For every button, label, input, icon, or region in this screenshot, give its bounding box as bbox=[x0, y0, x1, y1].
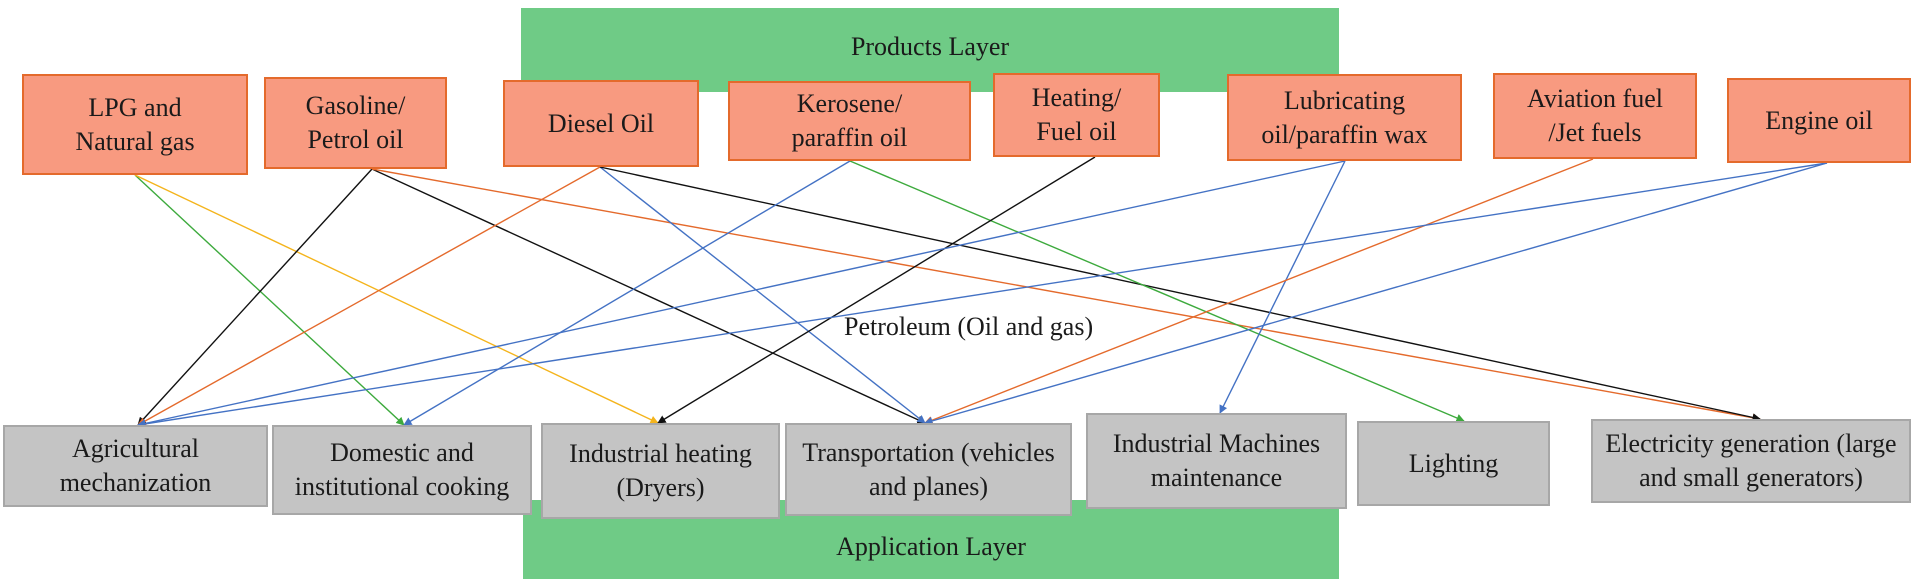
application-label-domestic-cooking: Domestic and institutional cooking bbox=[294, 438, 510, 501]
product-label-diesel: Diesel Oil bbox=[547, 108, 655, 138]
products-layer-band: Products Layer bbox=[521, 8, 1339, 92]
products-layer-label: Products Layer bbox=[850, 32, 1010, 61]
link-lpg-to-cooking bbox=[134, 174, 405, 426]
product-box-aviation: Aviation fuel /Jet fuels bbox=[1493, 73, 1697, 159]
link-diesel-to-electricity bbox=[599, 166, 1761, 422]
link-heating-to-heat bbox=[657, 156, 1096, 424]
link-kerosene-to-lighting bbox=[849, 160, 1465, 422]
link-diesel-to-transport bbox=[599, 166, 926, 424]
application-layer-label: Application Layer bbox=[836, 532, 1026, 561]
product-box-gasoline: Gasoline/ Petrol oil bbox=[264, 77, 447, 169]
application-label-transportation: Transportation (vehicles and planes) bbox=[802, 437, 1055, 501]
application-box-transportation: Transportation (vehicles and planes) bbox=[785, 423, 1072, 516]
product-label-kerosene: Kerosene/ paraffin oil bbox=[791, 89, 908, 152]
link-lubricating-to-machines bbox=[1219, 160, 1346, 414]
product-label-gasoline: Gasoline/ Petrol oil bbox=[305, 91, 406, 154]
link-aviation-to-transport bbox=[924, 158, 1594, 425]
application-label-lighting: Lighting bbox=[1408, 448, 1499, 478]
product-label-lubricating: Lubricating oil/paraffin wax bbox=[1261, 85, 1428, 149]
product-label-lpg: LPG and Natural gas bbox=[75, 92, 195, 156]
application-label-agricultural-mechanization: Agricultural mechanization bbox=[59, 434, 212, 497]
application-box-domestic-cooking: Domestic and institutional cooking bbox=[272, 425, 532, 515]
product-label-aviation: Aviation fuel /Jet fuels bbox=[1527, 84, 1663, 147]
application-box-industrial-machines: Industrial Machines maintenance bbox=[1086, 413, 1347, 509]
link-gasoline-to-transport bbox=[371, 168, 926, 424]
link-diesel-to-agri bbox=[137, 166, 601, 426]
link-engine-to-transport bbox=[924, 162, 1828, 425]
product-box-heating: Heating/ Fuel oil bbox=[993, 73, 1160, 157]
product-box-lubricating: Lubricating oil/paraffin wax bbox=[1227, 74, 1462, 161]
link-gasoline-to-electricity bbox=[371, 168, 1761, 422]
link-engine-to-agri bbox=[137, 162, 1828, 428]
product-label-engine: Engine oil bbox=[1765, 105, 1873, 135]
application-label-electricity-generation: Electricity generation (large and small … bbox=[1605, 429, 1897, 492]
product-box-kerosene: Kerosene/ paraffin oil bbox=[728, 81, 971, 161]
application-label-industrial-heating: Industrial heating (Dryers) bbox=[569, 439, 752, 502]
product-box-diesel: Diesel Oil bbox=[503, 80, 699, 167]
link-lpg-to-heat bbox=[134, 174, 659, 424]
link-lubricating-to-agri bbox=[137, 160, 1346, 428]
link-kerosene-to-cooking bbox=[403, 160, 851, 426]
application-box-lighting: Lighting bbox=[1357, 421, 1550, 506]
product-label-heating: Heating/ Fuel oil bbox=[1031, 83, 1122, 146]
application-box-industrial-heating: Industrial heating (Dryers) bbox=[541, 423, 780, 519]
application-box-agricultural-mechanization: Agricultural mechanization bbox=[3, 425, 268, 507]
application-box-electricity-generation: Electricity generation (large and small … bbox=[1591, 419, 1911, 503]
product-box-engine: Engine oil bbox=[1727, 78, 1911, 163]
application-label-industrial-machines: Industrial Machines maintenance bbox=[1112, 429, 1321, 492]
link-gasoline-to-agri bbox=[137, 168, 373, 426]
center-label: Petroleum (Oil and gas) bbox=[844, 312, 1094, 341]
product-box-lpg: LPG and Natural gas bbox=[22, 74, 248, 175]
